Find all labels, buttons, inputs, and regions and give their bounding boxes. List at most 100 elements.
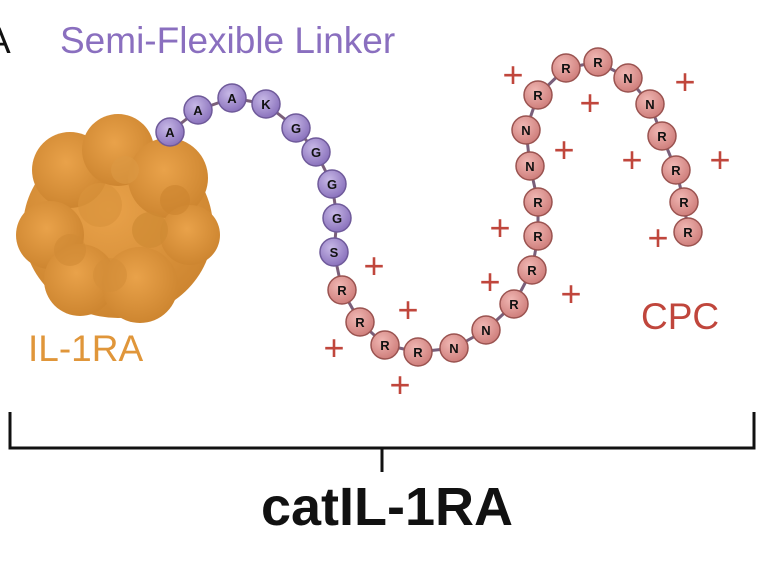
cpc-residue-bead: R [523, 80, 553, 110]
residue-letter: A [227, 91, 237, 106]
residue-circle [511, 115, 541, 145]
residue-letter: R [380, 338, 390, 353]
residue-circle [647, 121, 677, 151]
residue-circle [523, 80, 553, 110]
cpc-residue-bead: N [439, 333, 469, 363]
positive-charges: ++++++++++++++ [323, 54, 730, 405]
residue-letter: N [521, 123, 530, 138]
figure-letter: A [0, 22, 11, 59]
cpc-residue-bead: R [523, 221, 553, 251]
residue-circle [317, 169, 347, 199]
residue-circle [155, 117, 185, 147]
residue-circle [403, 337, 433, 367]
residue-letter: N [481, 323, 490, 338]
residue-circle [517, 255, 547, 285]
residue-letter: N [645, 97, 654, 112]
cpc-residue-bead: R [370, 330, 400, 360]
residue-circle [217, 83, 247, 113]
plus-charge-icon: + [397, 289, 418, 330]
protein-label: IL-1RA [28, 328, 144, 369]
cpc-residue-bead: R [583, 47, 613, 77]
linker-residue-bead: G [301, 137, 331, 167]
residue-circle [327, 275, 357, 305]
residue-letter: A [193, 103, 203, 118]
residue-circle [661, 155, 691, 185]
cpc-residue-bead: R [551, 53, 581, 83]
residue-letter: R [533, 195, 543, 210]
cpc-residue-bead: R [327, 275, 357, 305]
plus-charge-icon: + [489, 207, 510, 248]
plus-charge-icon: + [323, 327, 344, 368]
residue-circle [523, 221, 553, 251]
linker-residue-bead: A [217, 83, 247, 113]
residue-circle [370, 330, 400, 360]
plus-charge-icon: + [502, 54, 523, 95]
residue-circle [251, 89, 281, 119]
cpc-residue-bead: R [669, 187, 699, 217]
residue-circle [523, 187, 553, 217]
residue-circle [515, 151, 545, 181]
construct-bracket [8, 412, 756, 472]
linker-residue-bead: K [251, 89, 281, 119]
residue-letter: R [683, 225, 693, 240]
residue-letter: G [327, 177, 337, 192]
residue-circle [281, 113, 311, 143]
plus-charge-icon: + [579, 82, 600, 123]
residue-circle [551, 53, 581, 83]
residue-letter: N [623, 71, 632, 86]
residue-letter: R [561, 61, 571, 76]
linker-residue-bead: S [319, 237, 349, 267]
cpc-residue-bead: N [515, 151, 545, 181]
residue-circle [322, 203, 352, 233]
residue-letter: R [527, 263, 537, 278]
plus-charge-icon: + [647, 217, 668, 258]
chain-links [169, 60, 690, 354]
cpc-residue-bead: N [635, 89, 665, 119]
residue-letter: R [679, 195, 689, 210]
residue-circle [439, 333, 469, 363]
residue-circle [673, 217, 703, 247]
residue-circle [583, 47, 613, 77]
plus-charge-icon: + [479, 261, 500, 302]
cpc-residue-bead: R [673, 217, 703, 247]
residue-circle [635, 89, 665, 119]
plus-charge-icon: + [363, 245, 384, 286]
residue-letter: R [355, 315, 365, 330]
plus-charge-icon: + [389, 364, 410, 405]
cpc-label: CPC [641, 296, 720, 337]
residue-letter: R [671, 163, 681, 178]
cpc-residue-bead: R [523, 187, 553, 217]
linker-label: Semi-Flexible Linker [60, 20, 396, 61]
residue-letter: N [525, 159, 534, 174]
cpc-residue-bead: R [499, 289, 529, 319]
cpc-residue-bead: R [661, 155, 691, 185]
residue-letter: K [261, 97, 271, 112]
plus-charge-icon: + [621, 139, 642, 180]
cpc-residue-bead: R [345, 307, 375, 337]
residue-letter: R [657, 129, 667, 144]
plus-charge-icon: + [709, 139, 730, 180]
cpc-residue-bead: R [403, 337, 433, 367]
residue-letter: R [533, 88, 543, 103]
residue-circle [319, 237, 349, 267]
linker-residue-bead: G [317, 169, 347, 199]
residue-circle [301, 137, 331, 167]
plus-charge-icon: + [560, 273, 581, 314]
residue-letter: R [413, 345, 423, 360]
linker-residue-bead: A [155, 117, 185, 147]
residue-letter: R [533, 229, 543, 244]
linker-residue-bead: G [281, 113, 311, 143]
residue-circle [499, 289, 529, 319]
plus-charge-icon: + [553, 129, 574, 170]
linker-residue-bead: G [322, 203, 352, 233]
cpc-residue-bead: N [511, 115, 541, 145]
residue-letter: R [509, 297, 519, 312]
residue-circle [183, 95, 213, 125]
residue-circle [471, 315, 501, 345]
cpc-residue-bead: R [647, 121, 677, 151]
cpc-residue-bead: R [517, 255, 547, 285]
residue-letter: R [337, 283, 347, 298]
